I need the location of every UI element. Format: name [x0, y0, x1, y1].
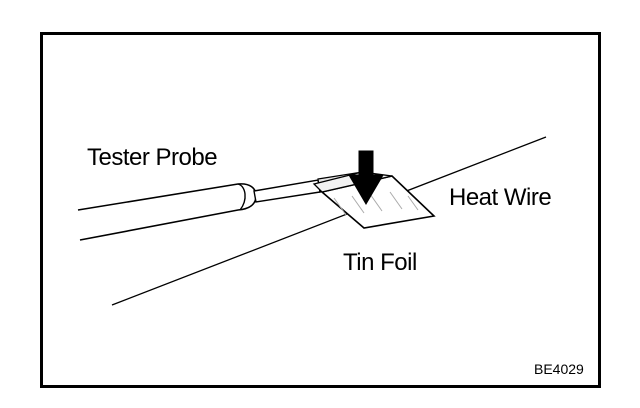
- tester-probe-shaft: [253, 179, 321, 203]
- tester-probe-ferrule: [237, 183, 246, 211]
- heat-wire-label: Heat Wire: [449, 184, 552, 211]
- tin-foil-texture-4: [389, 191, 403, 210]
- heat-wire-line: [111, 136, 547, 306]
- tester-probe-handle: [77, 183, 257, 241]
- tin-foil-texture-1: [333, 197, 347, 216]
- press-down-arrow-icon: [348, 150, 384, 205]
- tin-foil-texture-2: [351, 195, 365, 214]
- tin-foil-texture-5: [407, 195, 419, 211]
- figure-code: BE4029: [534, 361, 584, 377]
- tester-probe-label: Tester Probe: [87, 144, 218, 171]
- tin-foil-texture-3: [369, 193, 383, 212]
- tin-foil-label: Tin Foil: [343, 249, 417, 276]
